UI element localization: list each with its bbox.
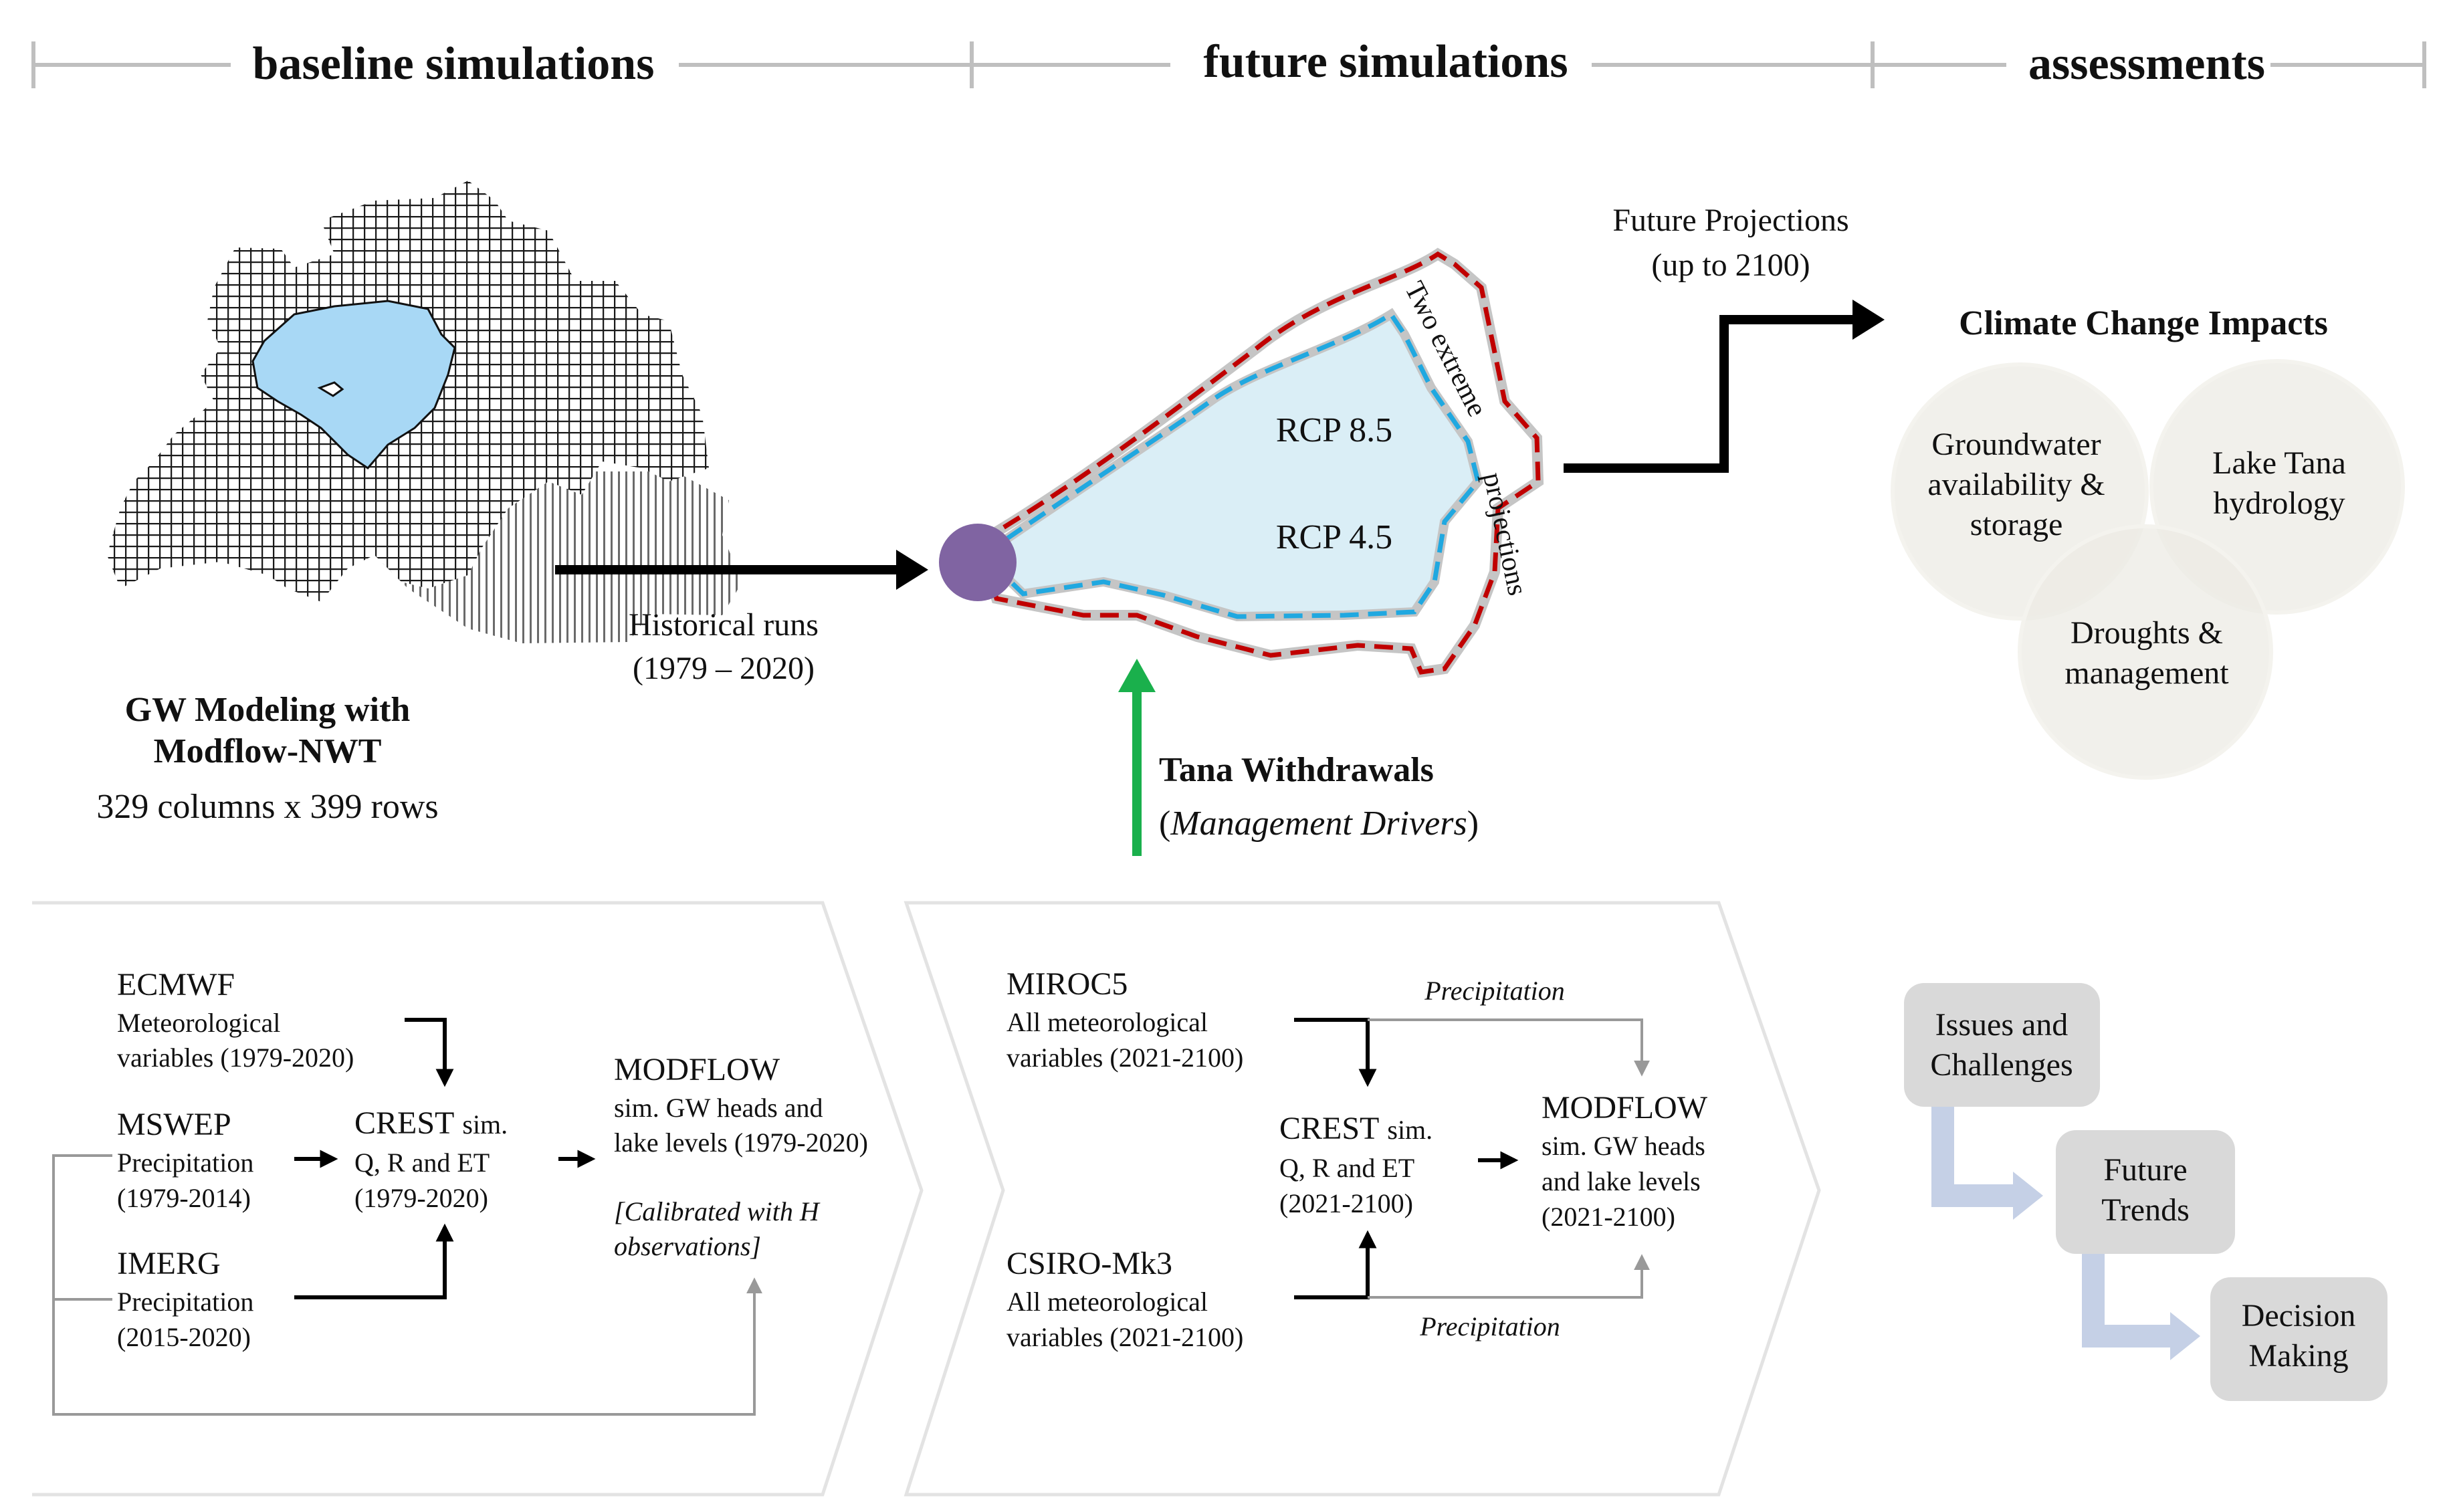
mswep-name: MSWEP xyxy=(117,1107,231,1142)
miroc-line2: variables (2021-2100) xyxy=(1006,1043,1243,1073)
historical-runs-label: Historical runs xyxy=(629,607,819,643)
flow-box-trends xyxy=(2056,1130,2235,1254)
modflow-future-line1: sim. GW heads xyxy=(1542,1131,1705,1161)
modflow-baseline-note1: [Calibrated with H xyxy=(614,1196,821,1226)
miroc-line1: All meteorological xyxy=(1006,1007,1208,1037)
baseline-flow-arrows xyxy=(294,1018,596,1299)
modflow-baseline-line2: lake levels (1979-2020) xyxy=(614,1127,868,1158)
calibration-line xyxy=(52,1154,762,1416)
modflow-baseline-name: MODFLOW xyxy=(614,1052,780,1087)
csiro-name: CSIRO-Mk3 xyxy=(1006,1246,1172,1281)
withdrawals-subtitle: (Management Drivers) xyxy=(1159,804,1479,843)
flow-box-decision xyxy=(2210,1277,2388,1401)
imerg-name: IMERG xyxy=(117,1246,221,1281)
droughts-line2: management xyxy=(2064,655,2229,691)
gw-availability-line2: availability & xyxy=(1927,467,2105,502)
projection-cone xyxy=(973,247,1544,678)
miroc-name: MIROC5 xyxy=(1006,966,1128,1002)
precipitation-label-bottom: Precipitation xyxy=(1419,1311,1560,1341)
csiro-line1: All meteorological xyxy=(1006,1287,1208,1317)
lake-tana-shape xyxy=(251,300,456,469)
precipitation-bypass-lines xyxy=(1368,1018,1650,1299)
section-title-future: future simulations xyxy=(1203,36,1568,88)
gw-availability-line1: Groundwater xyxy=(1931,427,2101,462)
assessment-flow xyxy=(1904,983,2388,1401)
model-title-line1: GW Modeling with xyxy=(125,691,411,729)
future-projections-arrow xyxy=(1564,315,1856,473)
crest-future-line2: (2021-2100) xyxy=(1279,1188,1413,1218)
lake-hydrology-line1: Lake Tana xyxy=(2212,445,2346,481)
modflow-future-line3: (2021-2100) xyxy=(1542,1202,1675,1232)
flow-trends-line2: Trends xyxy=(2101,1192,2190,1228)
modflow-baseline-line1: sim. GW heads and xyxy=(614,1093,823,1123)
flow-issues-line1: Issues and xyxy=(1935,1007,2069,1043)
basin-grid-map xyxy=(107,181,742,643)
withdrawals-title: Tana Withdrawals xyxy=(1159,751,1434,789)
flow-decision-line2: Making xyxy=(2248,1338,2348,1374)
precipitation-label-top: Precipitation xyxy=(1424,976,1565,1006)
historical-runs-period: (1979 – 2020) xyxy=(633,651,815,686)
impact-circles xyxy=(1891,359,2405,780)
ecmwf-line2: variables (1979-2020) xyxy=(117,1043,354,1073)
modflow-future-name: MODFLOW xyxy=(1542,1090,1708,1125)
ecmwf-name: ECMWF xyxy=(117,967,235,1002)
section-title-baseline: baseline simulations xyxy=(253,38,655,90)
future-projections-label: Future Projections xyxy=(1612,203,1848,238)
flow-decision-line1: Decision xyxy=(2242,1298,2356,1333)
flow-issues-line2: Challenges xyxy=(1930,1047,2073,1083)
section-title-assessments: assessments xyxy=(2028,38,2265,90)
model-grid-size: 329 columns x 399 rows xyxy=(96,788,438,826)
rcp85-label: RCP 8.5 xyxy=(1276,411,1392,449)
future-chevron-panel xyxy=(904,901,1821,1497)
future-projections-period: (up to 2100) xyxy=(1651,247,1810,283)
mswep-line1: Precipitation xyxy=(117,1148,253,1178)
modflow-baseline-note2: observations] xyxy=(614,1231,761,1261)
impacts-title: Climate Change Impacts xyxy=(1959,304,2328,342)
droughts-line1: Droughts & xyxy=(2071,615,2223,651)
flow-trends-line1: Future xyxy=(2103,1152,2187,1188)
model-title-line2: Modflow-NWT xyxy=(154,732,382,770)
baseline-chevron-panel xyxy=(32,901,924,1497)
mswep-line2: (1979-2014) xyxy=(117,1183,251,1213)
gw-availability-line3: storage xyxy=(1970,507,2063,542)
lake-hydrology-line2: hydrology xyxy=(2213,485,2345,521)
imerg-line2: (2015-2020) xyxy=(117,1322,251,1352)
droughts-circle xyxy=(2018,524,2273,780)
start-node-circle xyxy=(939,524,1017,601)
ecmwf-line1: Meteorological xyxy=(117,1008,280,1038)
flow-box-issues xyxy=(1904,983,2100,1107)
crest-future-line1: Q, R and ET xyxy=(1279,1153,1414,1183)
rcp-outer-boundary xyxy=(976,251,1541,675)
csiro-line2: variables (2021-2100) xyxy=(1006,1322,1243,1352)
rcp-inner-boundary xyxy=(979,311,1481,619)
crest-baseline-line1: Q, R and ET xyxy=(354,1148,490,1178)
modflow-future-line2: and lake levels xyxy=(1542,1166,1701,1196)
imerg-line1: Precipitation xyxy=(117,1287,253,1317)
rcp45-label: RCP 4.5 xyxy=(1276,518,1392,556)
crest-baseline-line2: (1979-2020) xyxy=(354,1183,488,1213)
